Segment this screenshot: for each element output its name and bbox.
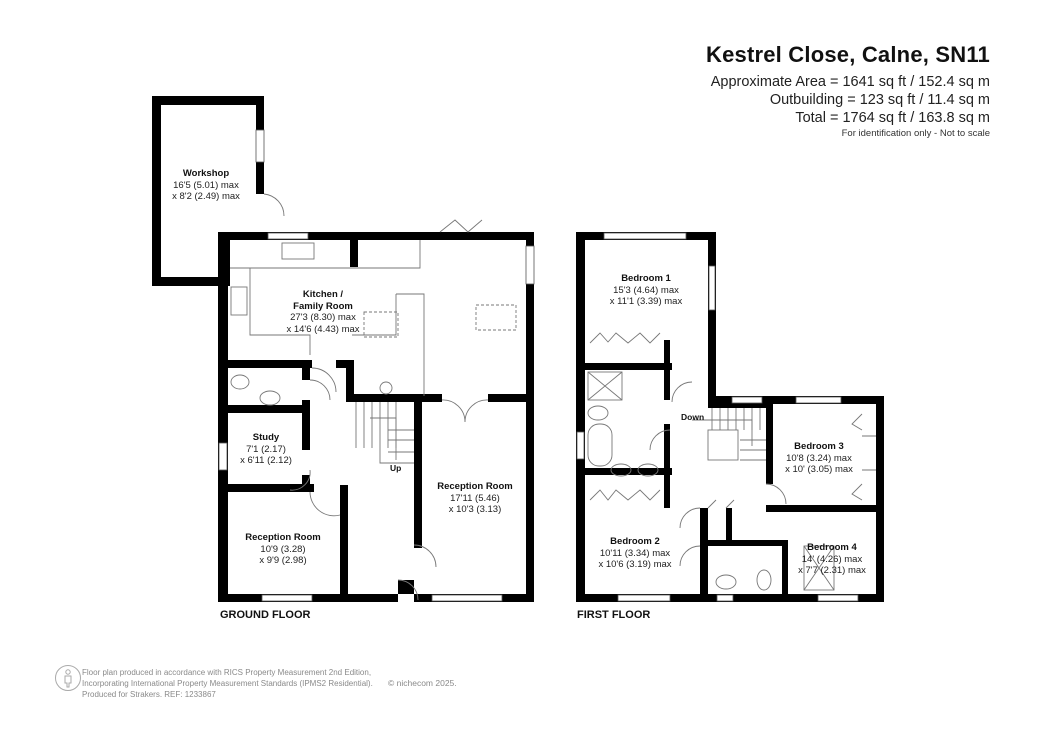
- approximate-area: Approximate Area = 1641 sq ft / 152.4 sq…: [710, 74, 990, 90]
- room-name: Bedroom 2: [610, 536, 660, 547]
- room-dimension: x 8'2 (2.49) max: [172, 191, 240, 202]
- room-label-reception-front: Reception Room 10'9 (3.28) x 9'9 (2.98): [245, 532, 320, 567]
- room-dimension: 17'11 (5.46): [450, 492, 500, 504]
- room-dimension: 14' (4.26) max: [801, 553, 863, 565]
- room-dimension: x 10'6 (3.19) max: [598, 559, 672, 570]
- room-dimension: x 14'6 (4.43) max: [286, 323, 360, 335]
- person-info-icon: [55, 665, 81, 691]
- room-dimension: x 7'7 (2.31) max: [798, 565, 866, 576]
- room-dimension: 10'9 (3.28): [260, 543, 306, 555]
- room-name: Study: [252, 432, 280, 443]
- room-name: Family Room: [293, 300, 353, 312]
- windows: [218, 129, 859, 602]
- footer-text: Floor plan produced in accordance with R…: [82, 667, 373, 700]
- room-dimension: 27'3 (8.30) max: [290, 312, 356, 323]
- room-dimension: x 10' (3.05) max: [785, 464, 853, 475]
- copyright-text: © nichecom 2025.: [388, 678, 457, 688]
- room-dimension: x 9'9 (2.98): [259, 555, 307, 566]
- room-label-study: Study 7'1 (2.17) x 6'11 (2.12): [240, 432, 292, 467]
- room-label-bedroom-4: Bedroom 4 14' (4.26) max x 7'7 (2.31) ma…: [798, 542, 866, 577]
- room-dimension: x 6'11 (2.12): [240, 455, 292, 466]
- room-name: Reception Room: [245, 532, 321, 543]
- stairs-down-label: Down: [681, 412, 705, 422]
- room-dimension: x 10'3 (3.13): [448, 504, 502, 515]
- stairs-up-label: Up: [390, 463, 402, 473]
- room-dimension: x 11'1 (3.39) max: [609, 296, 683, 307]
- outbuilding-area: Outbuilding = 123 sq ft / 11.4 sq m: [769, 92, 990, 108]
- total-area: Total = 1764 sq ft / 163.8 sq m: [795, 110, 990, 126]
- room-label-reception-rear: Reception Room 17'11 (5.46) x 10'3 (3.13…: [437, 481, 512, 516]
- room-name: Workshop: [182, 168, 230, 179]
- room-name: Reception Room: [437, 481, 513, 492]
- room-label-bedroom-1: Bedroom 1 15'3 (4.64) max x 11'1 (3.39) …: [610, 273, 682, 308]
- room-dimension: 10'11 (3.34) max: [599, 547, 671, 559]
- footer-line: Incorporating International Property Mea…: [82, 679, 373, 688]
- fixtures: [230, 193, 876, 601]
- room-label-bedroom-2: Bedroom 2 10'11 (3.34) max x 10'6 (3.19)…: [598, 536, 671, 571]
- room-dimension: 15'3 (4.64) max: [613, 284, 679, 296]
- first-floor-label: FIRST FLOOR: [577, 609, 651, 621]
- footer-line: Produced for Strakers. REF: 1233867: [82, 690, 216, 699]
- room-name: Kitchen /: [302, 289, 344, 300]
- room-dimension: 16'5 (5.01) max: [173, 179, 239, 191]
- room-dimension: 7'1 (2.17): [246, 443, 286, 455]
- room-dimension: 10'8 (3.24) max: [786, 452, 852, 464]
- scale-note: For identification only - Not to scale: [841, 128, 990, 139]
- room-label-bedroom-3: Bedroom 3 10'8 (3.24) max x 10' (3.05) m…: [785, 441, 853, 476]
- ground-floor-label: GROUND FLOOR: [220, 609, 311, 621]
- room-label-kitchen: Kitchen / Family Room 27'3 (8.30) max x …: [286, 289, 359, 335]
- walls: [152, 96, 884, 602]
- property-title: Kestrel Close, Calne, SN11: [706, 42, 990, 67]
- room-name: Bedroom 1: [621, 273, 671, 284]
- room-name: Bedroom 4: [807, 542, 857, 553]
- room-name: Bedroom 3: [794, 441, 844, 452]
- room-label-workshop: Workshop 16'5 (5.01) max x 8'2 (2.49) ma…: [172, 168, 240, 203]
- footer-line: Floor plan produced in accordance with R…: [82, 668, 372, 677]
